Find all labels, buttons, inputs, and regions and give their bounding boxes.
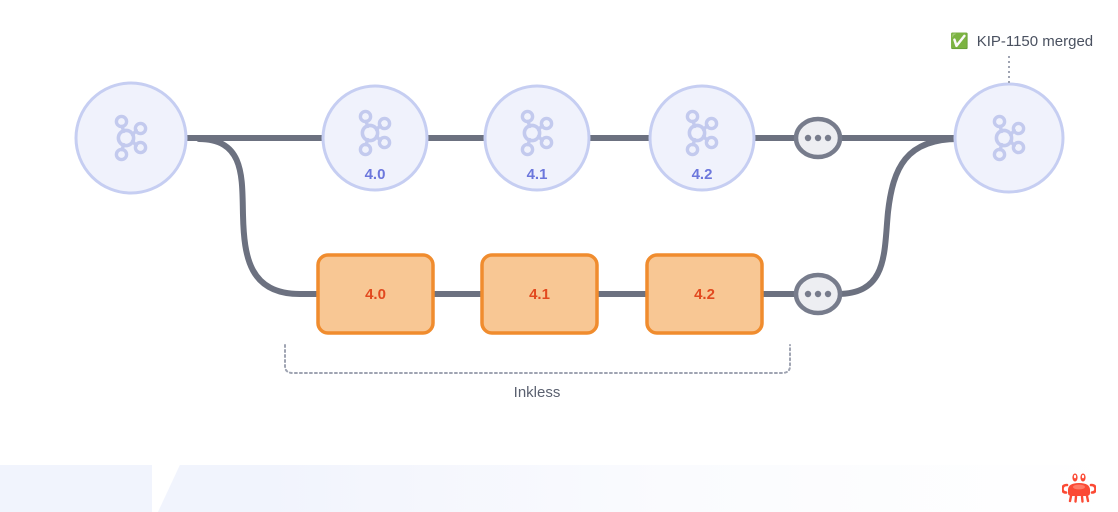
main-node-4-2[interactable]: 4.2 (648, 84, 756, 192)
footer-logo-mark (152, 465, 190, 512)
inkless-bracket-label: Inkless (514, 384, 561, 401)
main-ellipsis-node[interactable] (793, 116, 843, 160)
connectors (181, 135, 961, 297)
crab-icon (1062, 473, 1096, 503)
connector-branch-out (196, 136, 303, 297)
inkless-bracket: Inkless (284, 344, 791, 401)
check-mark-button-icon: ✅ (950, 33, 969, 50)
merge-annotation-label: ✅ KIP-1150 merged (950, 33, 1093, 50)
main-node-4-0[interactable]: 4.0 (321, 84, 429, 192)
feature-box-label: 4.2 (694, 286, 715, 303)
main-node-4-1[interactable]: 4.1 (483, 84, 591, 192)
feature-branch-boxes: 4.0 4.1 4.2 (316, 253, 843, 335)
main-branch-nodes: 4.0 4.1 4.2 (74, 81, 1065, 195)
main-node-root[interactable] (74, 81, 188, 195)
main-node-label: 4.2 (692, 166, 713, 183)
connector-merge-in (835, 136, 961, 297)
main-node-head[interactable] (953, 82, 1065, 194)
feature-box-4-2[interactable]: 4.2 (645, 253, 764, 335)
feature-box-label: 4.0 (365, 286, 386, 303)
feature-box-4-1[interactable]: 4.1 (480, 253, 599, 335)
merge-annotation-text: KIP-1150 merged (976, 33, 1094, 50)
feature-ellipsis-node[interactable] (793, 272, 843, 316)
feature-box-4-0[interactable]: 4.0 (316, 253, 435, 335)
main-node-label: 4.0 (365, 166, 386, 183)
main-node-label: 4.1 (527, 166, 548, 183)
feature-box-label: 4.1 (529, 286, 550, 303)
